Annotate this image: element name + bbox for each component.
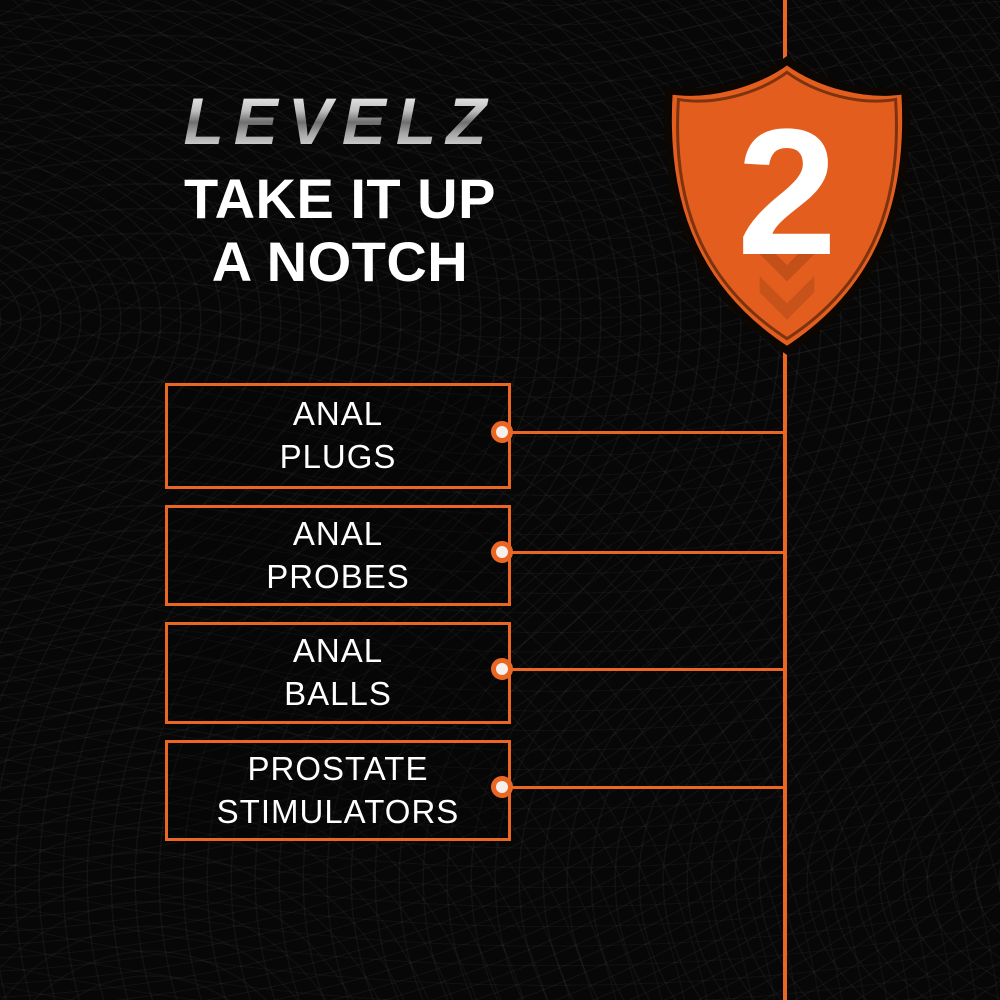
connector-line-3 [502, 668, 785, 671]
category-label: BALLS [284, 675, 392, 712]
headline: TAKE IT UP A NOTCH [60, 167, 620, 293]
category-label: ANAL [292, 632, 384, 670]
category-label: ANAL [292, 395, 384, 433]
category-box-anal-balls: ANAL BALLS [165, 622, 511, 724]
category-label: ANAL [292, 514, 384, 552]
chevron-watermark-icon [759, 237, 815, 282]
shield-icon [664, 56, 910, 355]
category-box-anal-plugs: ANAL PLUGS [165, 383, 511, 489]
category-label: PROBES [266, 557, 410, 595]
header-block: LEVELZ TAKE IT UP A NOTCH [60, 88, 620, 293]
category-label: STIMULATORS [216, 792, 460, 830]
level-shield-badge: 2 [650, 52, 924, 358]
category-box-anal-probes: ANAL PROBES [165, 505, 511, 606]
connector-node-icon [491, 421, 513, 443]
category-box-prostate-stimulators: PROSTATE STIMULATORS [165, 740, 511, 841]
brand-logo: LEVELZ [183, 84, 497, 158]
connector-node-icon [491, 541, 513, 563]
connector-line-2 [502, 551, 785, 554]
headline-line2: A NOTCH [211, 229, 469, 293]
category-label: PLUGS [279, 438, 397, 475]
category-label: PROSTATE [247, 749, 429, 787]
connector-node-icon [491, 776, 513, 798]
connector-line-1 [502, 431, 785, 434]
vertical-spine-line [783, 0, 787, 1000]
connector-line-4 [502, 786, 785, 789]
headline-line1: TAKE IT UP [184, 167, 496, 230]
level-number: 2 [736, 91, 838, 293]
connector-node-icon [491, 658, 513, 680]
